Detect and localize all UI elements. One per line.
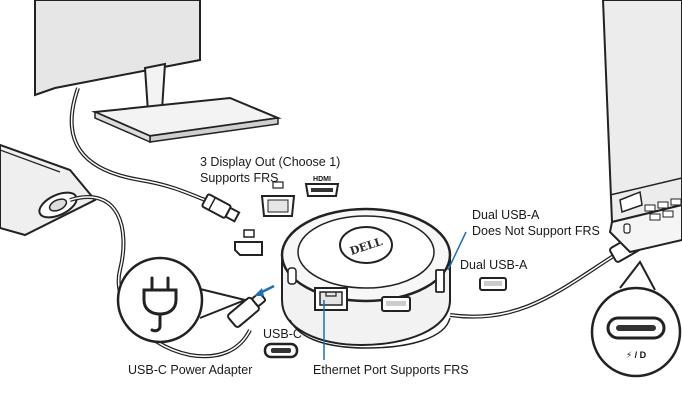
- laptop-icon: [601, 0, 682, 254]
- power-plug-callout: [116, 256, 249, 344]
- vga-connector-icon: [260, 181, 296, 217]
- ethernet-port-icon: [314, 287, 348, 311]
- displayport-connector-icon: [234, 229, 263, 256]
- hub-usb-c-port: [287, 267, 297, 285]
- hdmi-cable: [69, 87, 241, 223]
- monitor-icon: [34, 0, 282, 144]
- usb-a-connector-icon: [479, 277, 507, 291]
- dual-usb-a-side-label: Dual USB-A: [460, 258, 528, 272]
- dual-usb-a-label: Dual USB-A: [472, 208, 540, 222]
- display-out-label: 3 Display Out (Choose 1): [200, 155, 340, 169]
- usb-a-port-icon: [381, 296, 411, 312]
- power-adapter-brick: [0, 143, 97, 237]
- usb-c-label: USB-C: [263, 327, 302, 341]
- power-adapter-label: USB-C Power Adapter: [128, 363, 252, 377]
- usb-c-port-icon: [263, 342, 299, 359]
- dual-usb-a-frs-label: Does Not Support FRS: [472, 224, 600, 238]
- supports-frs-label: Supports FRS: [200, 171, 279, 185]
- side-usb-a-port: [435, 269, 445, 293]
- hdmi-plug-icon: [201, 193, 241, 223]
- usb-c-direction-arrow: [254, 284, 275, 296]
- power-plug-icon: [142, 276, 178, 333]
- ethernet-label: Ethernet Port Supports FRS: [313, 363, 469, 377]
- dual-usb-a-leader-line: [447, 231, 467, 271]
- thunderbolt-port-callout: ⚡ / D: [590, 260, 682, 378]
- thunderbolt-dp-icon: ⚡ / D: [626, 350, 647, 360]
- dell-hub: DELL: [280, 207, 452, 349]
- usb-c-connector-icon: [227, 292, 267, 328]
- svg-text:HDMI: HDMI: [313, 176, 331, 183]
- hdmi-connector-icon: HDMI: [304, 176, 340, 197]
